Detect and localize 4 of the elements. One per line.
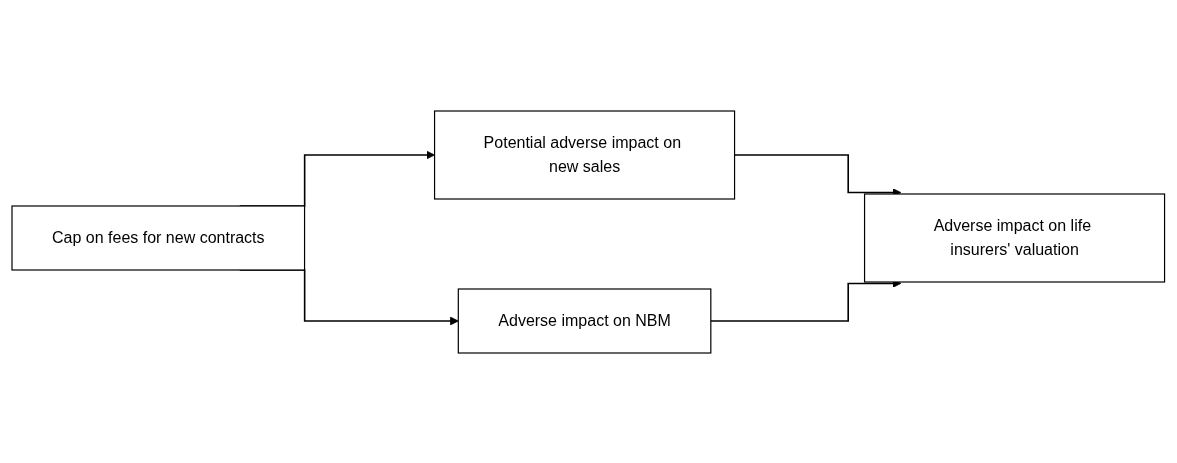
node-box: Potential adverse impact on new sales [434, 109, 736, 200]
node-box: Cap on fees for new contracts [11, 204, 306, 271]
node-box: Adverse impact on NBM [457, 287, 712, 354]
node-box: Adverse impact on life insurers' valuation [864, 192, 1166, 283]
